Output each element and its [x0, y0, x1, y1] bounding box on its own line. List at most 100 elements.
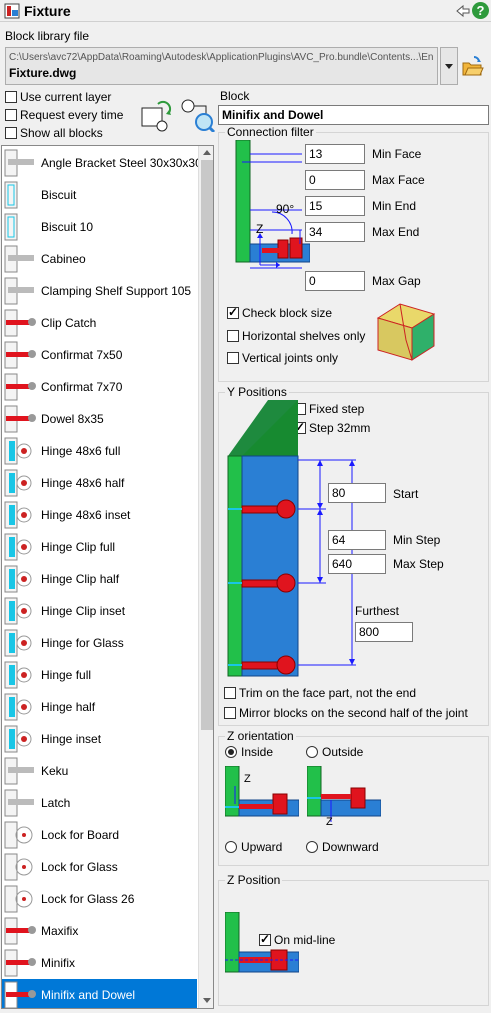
check-block-size-checkbox[interactable] — [227, 305, 239, 319]
max-face-label: Max Face — [372, 173, 425, 187]
list-item[interactable]: Hinge 48x6 full — [2, 435, 197, 467]
list-item-label: Keku — [41, 764, 69, 778]
max-end-label: Max End — [372, 225, 420, 239]
block-name-field[interactable]: Minifix and Dowel — [218, 105, 489, 125]
max-gap-input[interactable]: 0 — [305, 271, 365, 291]
library-path-box[interactable]: C:\Users\avc72\AppData\Roaming\Autodesk\… — [5, 47, 438, 85]
list-item[interactable]: Confirmat 7x50 — [2, 339, 197, 371]
block-thumbnail-icon — [4, 789, 34, 817]
list-item[interactable]: Keku — [2, 755, 197, 787]
max-step-input[interactable]: 640 — [328, 554, 386, 574]
block-list-scrollbar[interactable] — [198, 146, 213, 1008]
min-end-input[interactable]: 15 — [305, 196, 365, 216]
list-item-label: Confirmat 7x70 — [41, 380, 123, 394]
max-end-input[interactable]: 34 — [305, 222, 365, 242]
list-item-label: Dowel 8x35 — [41, 412, 104, 426]
list-item[interactable]: Dowel 8x35 — [2, 403, 197, 435]
list-item[interactable]: Confirmat 7x70 — [2, 371, 197, 403]
outside-radio[interactable] — [306, 746, 318, 758]
list-item-label: Maxifix — [41, 924, 79, 938]
dock-arrow-icon[interactable] — [455, 3, 471, 19]
block-label: Block — [220, 89, 250, 103]
block-thumbnail-icon — [4, 245, 34, 273]
list-item[interactable]: Hinge 48x6 half — [2, 467, 197, 499]
list-item[interactable]: Hinge Clip inset — [2, 595, 197, 627]
request-every-time-checkbox[interactable] — [5, 109, 17, 121]
list-item[interactable]: Hinge Clip half — [2, 563, 197, 595]
y-positions-title: Y Positions — [225, 385, 289, 399]
list-item[interactable]: Latch — [2, 787, 197, 819]
on-mid-line-checkbox[interactable] — [259, 932, 271, 946]
list-item[interactable]: Biscuit 10 — [2, 211, 197, 243]
list-item[interactable]: Hinge 48x6 inset — [2, 499, 197, 531]
horizontal-shelves-only-label: Horizontal shelves only — [242, 329, 366, 343]
scroll-thumb[interactable] — [201, 160, 213, 730]
start-label: Start — [393, 487, 419, 501]
list-item[interactable]: Cabineo — [2, 243, 197, 275]
min-face-label: Min Face — [372, 147, 422, 161]
show-all-blocks-checkbox[interactable] — [5, 127, 17, 139]
refresh-block-icon[interactable] — [140, 98, 176, 132]
list-item[interactable]: Minifix — [2, 947, 197, 979]
block-thumbnail-icon — [4, 149, 34, 177]
vertical-joints-only-checkbox[interactable] — [227, 352, 239, 364]
list-item[interactable]: Lock for Glass — [2, 851, 197, 883]
block-thumbnail-icon — [4, 277, 34, 305]
list-item[interactable]: Hinge for Glass — [2, 627, 197, 659]
library-dropdown-button[interactable] — [440, 47, 458, 85]
use-current-layer-checkbox[interactable] — [5, 91, 17, 103]
block-thumbnail-icon — [4, 597, 32, 625]
list-item[interactable]: Lock for Glass 26 — [2, 883, 197, 915]
mirror-blocks-checkbox[interactable] — [224, 707, 236, 719]
list-item[interactable]: Minifix and Dowel — [2, 979, 197, 1008]
start-input[interactable]: 80 — [328, 483, 386, 503]
horizontal-shelves-only-checkbox[interactable] — [227, 330, 239, 342]
list-item[interactable]: Hinge full — [2, 659, 197, 691]
z-orientation-title: Z orientation — [225, 729, 296, 743]
max-face-input[interactable]: 0 — [305, 170, 365, 190]
scroll-down-icon[interactable] — [203, 998, 211, 1003]
trim-face-checkbox[interactable] — [224, 687, 236, 699]
block-thumbnail-icon — [4, 181, 18, 209]
min-step-label: Min Step — [393, 533, 441, 547]
pick-block-icon[interactable] — [180, 98, 216, 132]
list-item-label: Clip Catch — [41, 316, 97, 330]
block-thumbnail-icon — [4, 821, 33, 849]
upward-radio[interactable] — [225, 841, 237, 853]
help-icon[interactable]: ? — [472, 2, 489, 19]
block-thumbnail-icon — [4, 501, 32, 529]
list-item[interactable]: Hinge Clip full — [2, 531, 197, 563]
y-positions-group — [218, 392, 489, 726]
list-item[interactable]: Hinge half — [2, 691, 197, 723]
connection-diagram — [235, 140, 310, 269]
min-step-input[interactable]: 64 — [328, 530, 386, 550]
scroll-up-icon[interactable] — [203, 150, 211, 155]
list-item[interactable]: Clip Catch — [2, 307, 197, 339]
furthest-input[interactable]: 800 — [355, 622, 413, 642]
list-item[interactable]: Maxifix — [2, 915, 197, 947]
list-item[interactable]: Hinge inset — [2, 723, 197, 755]
downward-radio[interactable] — [306, 841, 318, 853]
list-item-label: Hinge 48x6 half — [41, 476, 125, 490]
block-thumbnail-icon — [4, 469, 32, 497]
connection-filter-group — [218, 132, 489, 382]
block-thumbnail-icon — [4, 309, 36, 337]
connection-filter-title: Connection filter — [225, 125, 316, 139]
list-item-label: Biscuit — [41, 188, 77, 202]
list-item[interactable]: Clamping Shelf Support 105 — [2, 275, 197, 307]
open-folder-icon[interactable] — [461, 55, 485, 79]
list-item[interactable]: Biscuit — [2, 179, 197, 211]
list-item-label: Hinge Clip full — [41, 540, 116, 554]
list-item-label: Hinge for Glass — [41, 636, 124, 650]
max-gap-label: Max Gap — [372, 274, 421, 288]
outside-label: Outside — [322, 745, 364, 759]
block-thumbnail-icon — [4, 405, 36, 433]
downward-label: Downward — [322, 840, 379, 854]
y-positions-diagram — [227, 400, 356, 677]
list-item[interactable]: Lock for Board — [2, 819, 197, 851]
list-item[interactable]: Angle Bracket Steel 30x30x30 — [2, 147, 202, 179]
inside-radio[interactable] — [225, 746, 237, 758]
list-item-label: Hinge inset — [41, 732, 102, 746]
min-face-input[interactable]: 13 — [305, 144, 365, 164]
